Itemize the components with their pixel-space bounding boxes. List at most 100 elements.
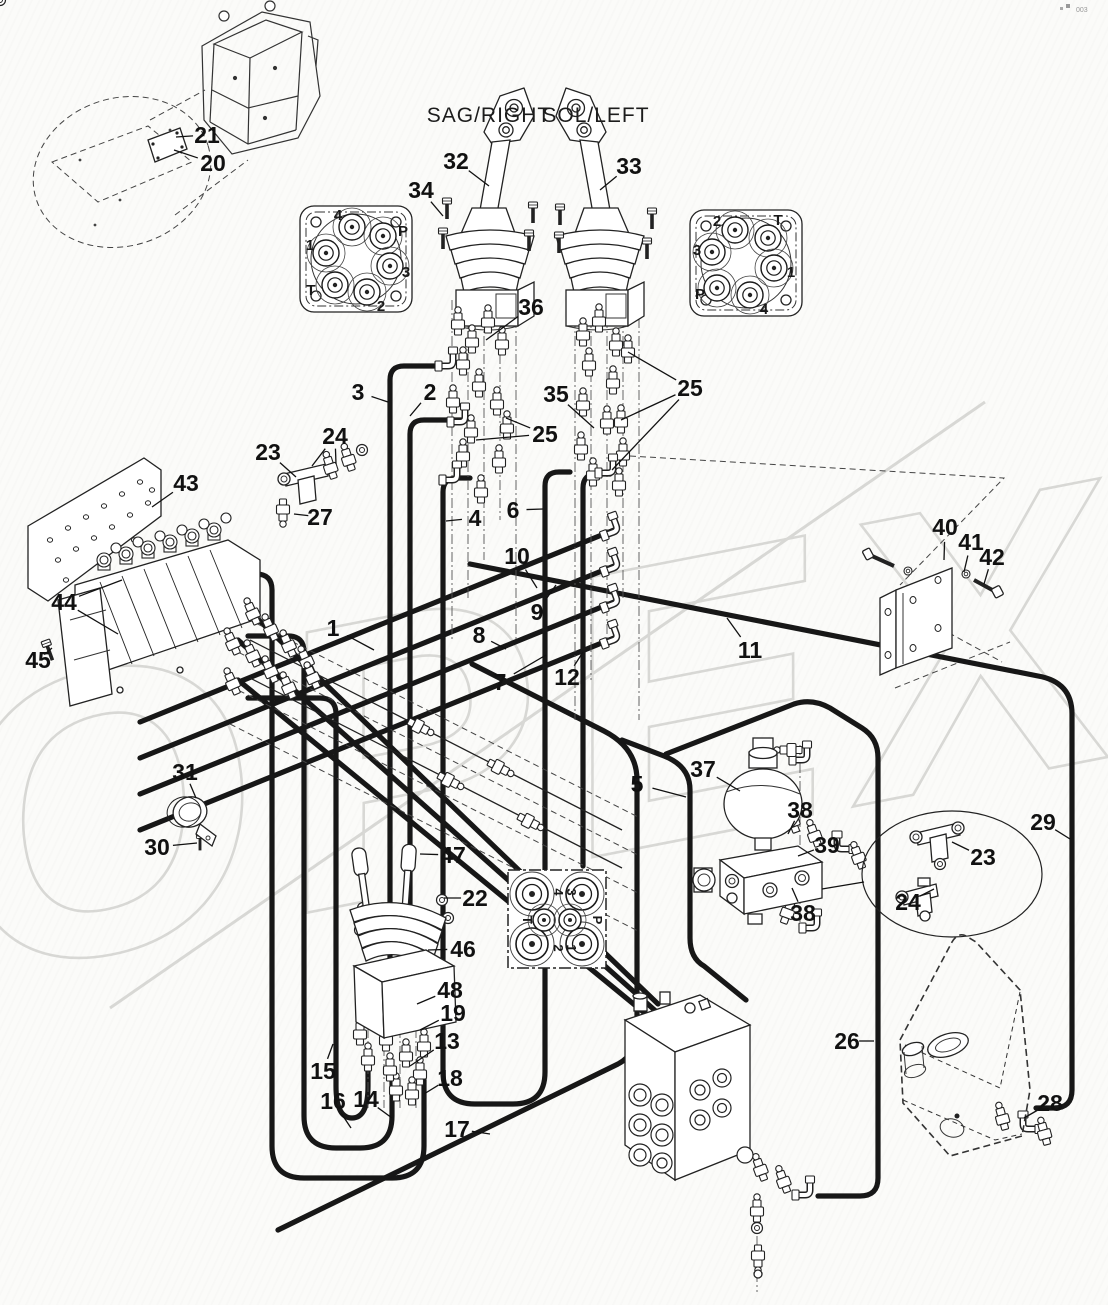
- callout-leader: [567, 404, 595, 429]
- callout-leader: [173, 149, 199, 159]
- callout-label: 16: [320, 1088, 346, 1114]
- callout-leader: [189, 783, 197, 799]
- callout-leader: [427, 948, 448, 951]
- port-label: 4: [760, 301, 769, 318]
- callout-leader: [445, 518, 463, 522]
- callout-label: 47: [440, 842, 466, 868]
- pilot-joystick: [349, 843, 457, 1040]
- callout-leader: [951, 841, 970, 851]
- callout-label: 2: [424, 379, 437, 405]
- callout-label: 12: [554, 664, 580, 690]
- port-plate-center: 4 3 T P 2 1: [507, 869, 607, 969]
- callout-leader: [419, 1019, 440, 1031]
- callout-leader: [726, 617, 742, 638]
- callout-leader: [475, 434, 530, 441]
- callout-leader: [416, 995, 436, 1005]
- hose-2: [407, 417, 465, 1031]
- accumulator: [692, 737, 824, 925]
- hose-9: [137, 563, 617, 761]
- callout-label: 11: [738, 637, 763, 663]
- port-label: 3: [564, 888, 579, 895]
- callout-label: 3: [352, 379, 365, 405]
- callout-leader: [545, 584, 557, 601]
- port-label: 2: [551, 944, 566, 951]
- callout-label: 37: [690, 756, 716, 782]
- callout-label: 23: [970, 844, 996, 870]
- port-label: 3: [402, 264, 410, 281]
- hose-14: [245, 695, 371, 1121]
- callout-leader: [573, 651, 584, 667]
- callout-label: 32: [443, 148, 469, 174]
- callout-leader: [423, 1084, 439, 1095]
- port-label: T: [773, 212, 782, 229]
- callout-label: 40: [932, 514, 958, 540]
- callout-leader: [43, 647, 53, 656]
- callout-leader: [371, 395, 389, 403]
- callout-label: 30: [144, 834, 170, 860]
- callout-leader: [599, 175, 618, 191]
- port-label: T: [306, 282, 315, 299]
- callout-leader: [311, 448, 326, 467]
- callout-label: 34: [408, 177, 434, 203]
- port-label: P: [590, 916, 605, 925]
- callout-label: 4: [469, 505, 482, 531]
- callout-label: 8: [473, 622, 486, 648]
- hose-1c: [235, 677, 683, 1045]
- callout-label: 25: [677, 375, 703, 401]
- port-label: T: [520, 916, 535, 924]
- callout-leader: [627, 351, 677, 381]
- callout-label: 33: [616, 153, 642, 179]
- callout-label: 27: [307, 504, 333, 530]
- clamp: [166, 796, 217, 848]
- hose-16: [245, 633, 395, 1151]
- callout-leader: [791, 887, 799, 903]
- callout-label: 38: [787, 797, 813, 823]
- callout-label: 39: [814, 832, 840, 858]
- port-plate-right: 2 T 3 1 P 4: [689, 209, 803, 318]
- port-label: 1: [787, 264, 795, 281]
- callout-label: 1: [327, 615, 340, 641]
- bottom-valve-block: [623, 991, 754, 1182]
- callout-label: 35: [543, 381, 569, 407]
- callout-leader: [430, 201, 444, 217]
- svg-text:003: 003: [1076, 7, 1088, 14]
- callout-leader: [293, 513, 309, 517]
- filler-cap: [901, 1032, 969, 1079]
- callout-leader: [409, 402, 422, 417]
- callout-leader: [468, 170, 490, 187]
- detail-oval: [821, 810, 1043, 938]
- callout-leader: [797, 849, 815, 857]
- callout-label: 26: [834, 1028, 860, 1054]
- cover-plate: [147, 127, 188, 163]
- callout-label: 21: [194, 122, 220, 148]
- callout-leader: [78, 579, 123, 597]
- port-label: 4: [551, 888, 566, 896]
- port-label: 4: [334, 207, 343, 224]
- title-right-joystick: SAG/RIGHT: [427, 104, 552, 127]
- hose-26: [663, 699, 881, 1199]
- callout-leader: [340, 1112, 352, 1129]
- accumulator-block: [692, 845, 824, 925]
- callout-label: 43: [173, 470, 199, 496]
- callout-leader: [716, 776, 741, 792]
- callout-leader: [485, 315, 519, 341]
- port-label: 1: [306, 237, 314, 254]
- callout-label: 45: [25, 647, 51, 673]
- callout-leader: [652, 787, 687, 798]
- callout-label: 44: [51, 589, 77, 615]
- callout-leader: [377, 1107, 393, 1119]
- callout-label: 24: [322, 423, 348, 449]
- callout-leader: [1054, 829, 1071, 840]
- hose-3: [387, 363, 455, 1039]
- callout-leader: [943, 541, 946, 561]
- callout-label: 14: [353, 1086, 379, 1112]
- port-label: 2: [713, 213, 721, 230]
- callout-leader: [963, 555, 969, 573]
- fitting-set: [0, 0, 1055, 1279]
- callout-leader: [505, 417, 531, 429]
- callout-label: 29: [1030, 809, 1056, 835]
- callout-leader: [471, 1130, 491, 1135]
